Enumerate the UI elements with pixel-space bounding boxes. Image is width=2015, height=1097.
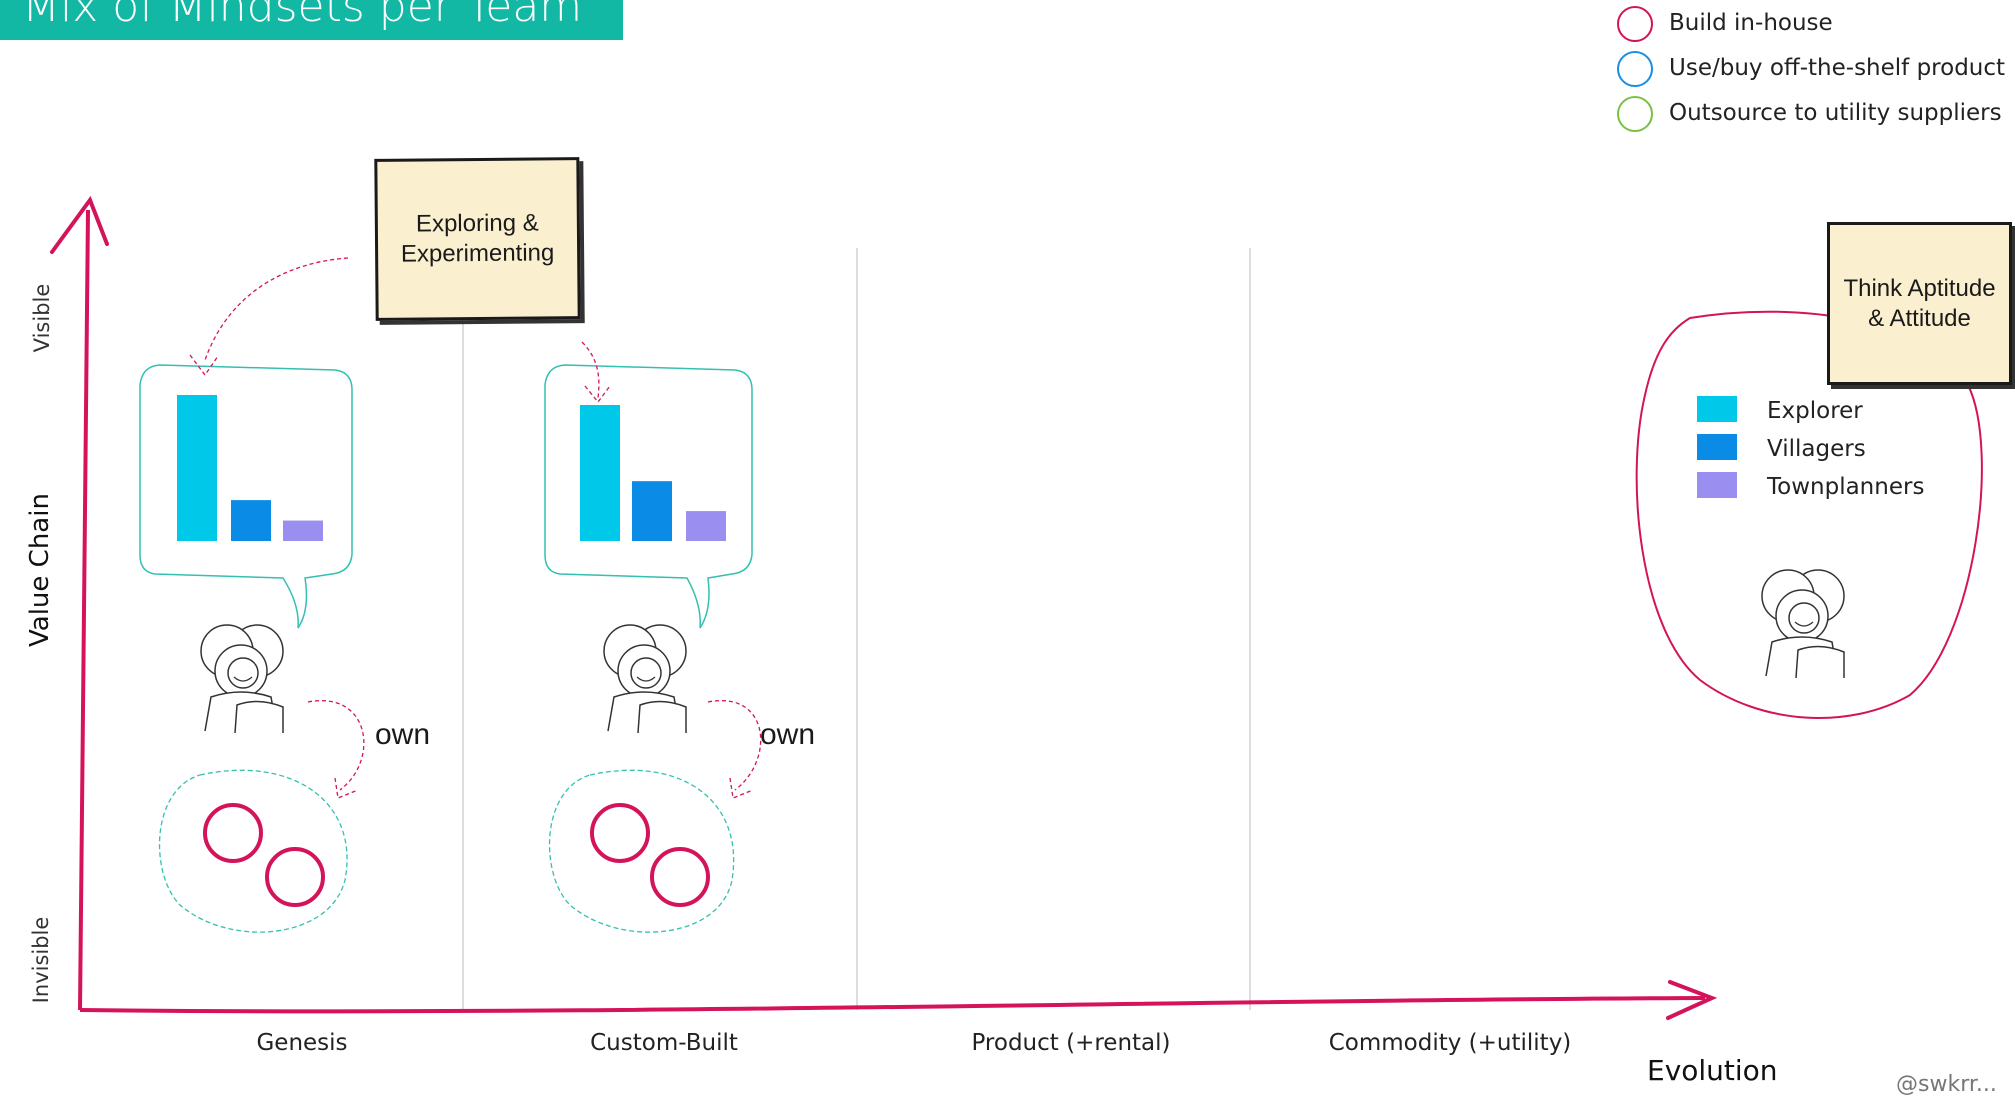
- key-label: Townplanners: [1767, 474, 1925, 500]
- team2-mindset-bars: [580, 405, 726, 541]
- bar-villagers: [632, 481, 672, 541]
- townplanners-swatch: [1697, 472, 1737, 498]
- y-axis-top-label: Visible: [30, 283, 54, 353]
- stage-genesis: Genesis: [256, 1030, 348, 1056]
- credit-text: @swkrr...: [1896, 1072, 1997, 1097]
- legend-label: Outsource to utility suppliers: [1669, 100, 2002, 126]
- bar-villagers: [231, 500, 271, 541]
- note-think: Think Aptitude & Attitude: [1827, 222, 2012, 385]
- key-label: Villagers: [1767, 436, 1866, 462]
- team1-people-icon: [200, 624, 284, 734]
- explorer-swatch: [1697, 396, 1737, 422]
- build-circle-icon: [1617, 6, 1653, 42]
- stage-custom-built: Custom-Built: [590, 1030, 738, 1056]
- team2-component-2: [650, 847, 710, 907]
- y-axis-arrow-icon: [50, 195, 109, 254]
- legend-label: Use/buy off-the-shelf product: [1669, 55, 2006, 81]
- team1-components-group: [158, 769, 348, 933]
- x-axis-line: [79, 996, 1706, 1014]
- villagers-swatch: [1697, 434, 1737, 460]
- team2-components-group: [548, 769, 735, 933]
- team1-note-arrow: [204, 257, 349, 361]
- bar-explorer: [177, 395, 217, 541]
- mindsets-people-icon: [1761, 569, 1845, 679]
- key-label: Explorer: [1767, 398, 1863, 424]
- stage-product: Product (+rental): [971, 1030, 1171, 1056]
- x-axis-arrow-icon: [1666, 980, 1718, 1020]
- bar-townplanners: [686, 511, 726, 541]
- y-axis-line: [78, 209, 90, 1011]
- bar-townplanners: [283, 520, 323, 541]
- team2-own-label: own: [760, 718, 816, 751]
- legend-label: Build in-house: [1669, 10, 1833, 36]
- team2-component-1: [590, 803, 650, 863]
- bar-explorer: [580, 405, 620, 541]
- team1-component-1: [203, 803, 263, 863]
- stage-commodity: Commodity (+utility): [1328, 1030, 1572, 1056]
- team1-mindset-bars: [177, 395, 323, 541]
- y-axis-label: Value Chain: [25, 493, 55, 647]
- x-axis-label: Evolution: [1647, 1054, 1778, 1087]
- team2-bubble: [544, 364, 753, 629]
- team1-own-label: own: [375, 718, 431, 751]
- outsource-circle-icon: [1617, 96, 1653, 132]
- team2-people-icon: [603, 624, 687, 734]
- buy-circle-icon: [1617, 51, 1653, 87]
- note-exploring: Exploring & Experimenting: [374, 157, 581, 321]
- team1-bubble: [139, 364, 353, 629]
- page-title: Mix of Mindsets per Team: [0, 0, 623, 40]
- y-axis-bottom-label: Invisible: [29, 916, 53, 1004]
- team1-component-2: [265, 847, 325, 907]
